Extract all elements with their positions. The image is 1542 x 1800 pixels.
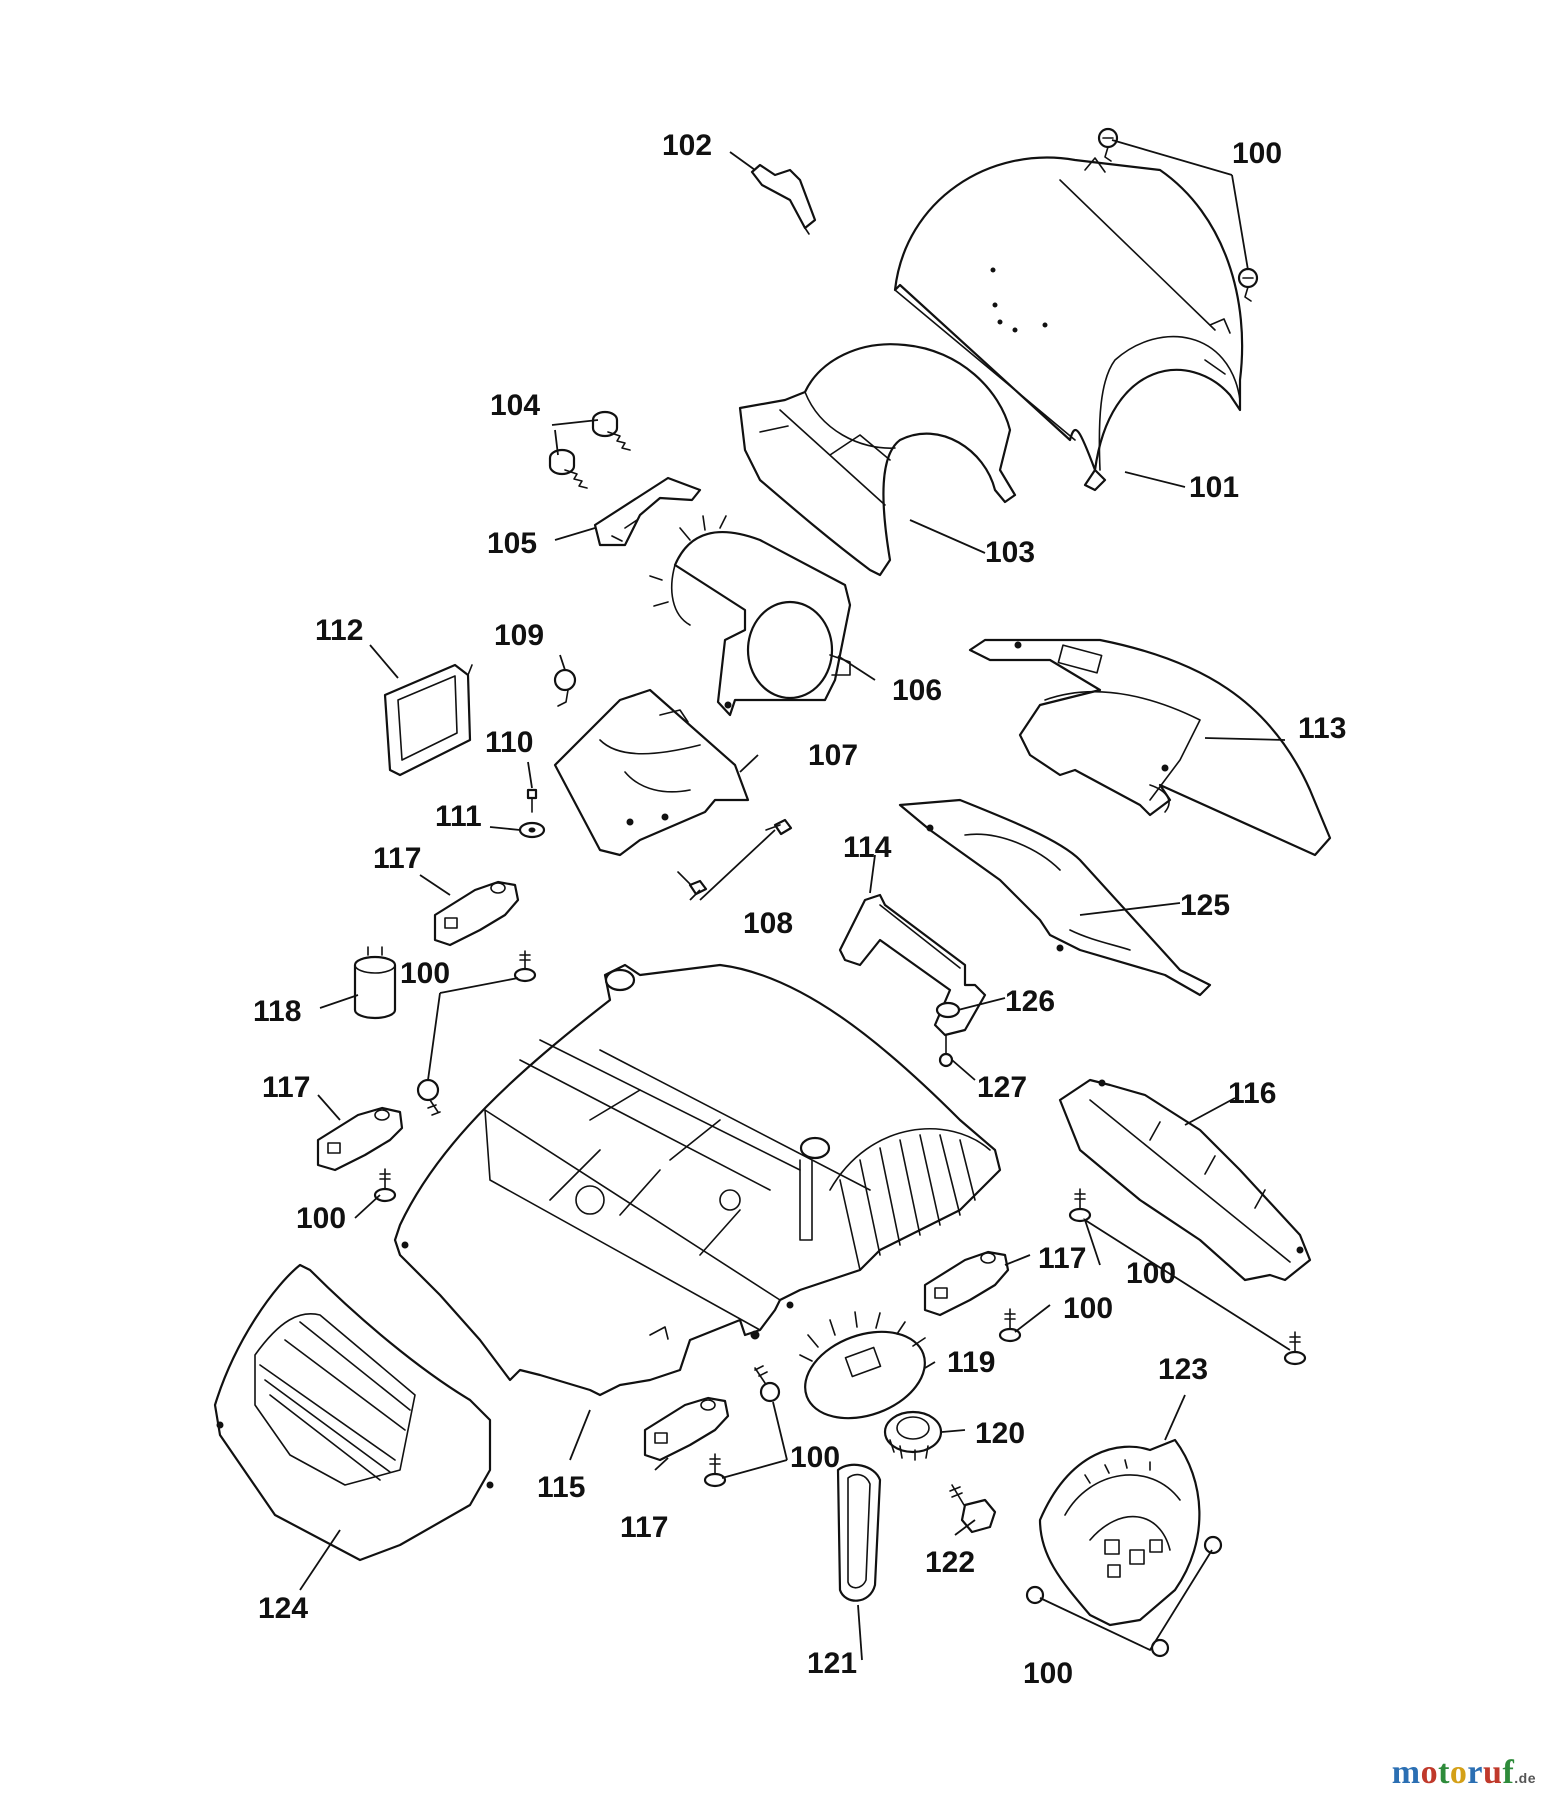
label-107: 107: [808, 739, 858, 772]
leader-lines: [299, 139, 1291, 1661]
label-123: 123: [1158, 1353, 1208, 1386]
part-107-mounting-plate: [553, 688, 750, 857]
label-109: 109: [494, 619, 544, 652]
label-115: 115: [537, 1471, 585, 1504]
screw-104-a: [591, 410, 631, 451]
label-100: 100: [1063, 1292, 1113, 1325]
screw-100-top-2: [1237, 267, 1259, 302]
screw-127: [938, 1034, 954, 1068]
part-106-motor: [649, 515, 852, 717]
screw-100-g: [1283, 1331, 1307, 1366]
label-120: 120: [975, 1417, 1025, 1450]
part-117-clamp-c: [923, 1250, 1010, 1317]
part-101-top-cover: [893, 156, 1244, 492]
label-117: 117: [262, 1071, 310, 1104]
label-103: 103: [985, 536, 1035, 569]
part-125-guide-plate: [898, 798, 1212, 997]
brand-watermark: motoruf.de: [1392, 1754, 1536, 1792]
label-100: 100: [296, 1202, 346, 1235]
part-112-filter-frame: [383, 663, 473, 777]
label-121: 121: [807, 1647, 857, 1680]
screw-100-e: [373, 1168, 397, 1203]
label-122: 122: [925, 1546, 975, 1579]
label-116: 116: [1228, 1077, 1276, 1110]
label-100: 100: [790, 1441, 840, 1474]
label-117: 117: [373, 842, 421, 875]
screw-100-i: [754, 1365, 781, 1403]
screw-110: [526, 788, 538, 813]
part-118-capacitor: [353, 946, 397, 1020]
part-103-motor-shroud: [738, 343, 1017, 577]
screw-100-top-1: [1097, 127, 1119, 162]
label-118: 118: [253, 995, 301, 1028]
label-100: 100: [1023, 1657, 1073, 1690]
label-101: 101: [1189, 471, 1239, 504]
washer-126: [935, 1001, 961, 1019]
part-102-clip: [750, 163, 817, 235]
label-113: 113: [1298, 712, 1346, 745]
label-100: 100: [1232, 137, 1282, 170]
part-105-bracket: [593, 476, 702, 547]
screw-100-k: [1025, 1585, 1045, 1605]
part-115-main-housing: [393, 963, 1002, 1397]
screw-100-j: [703, 1453, 727, 1488]
label-112: 112: [315, 614, 363, 647]
part-122-bolt: [949, 1484, 997, 1534]
part-labels: 100 101 102 103 104 105 106 107 108 109 …: [253, 129, 1346, 1690]
label-108: 108: [743, 907, 793, 940]
washer-111: [518, 821, 546, 839]
screw-100-f: [1068, 1188, 1092, 1223]
part-116-guard: [1058, 1078, 1312, 1282]
label-106: 106: [892, 674, 942, 707]
label-124: 124: [258, 1592, 308, 1625]
label-104: 104: [490, 389, 540, 422]
screw-109: [553, 668, 577, 707]
part-117-clamp-b: [316, 1106, 404, 1172]
part-121-belt: [836, 1463, 882, 1602]
label-117: 117: [620, 1511, 668, 1544]
part-114-handle-bracket: [838, 893, 987, 1037]
label-100: 100: [400, 957, 450, 990]
label-114: 114: [843, 831, 892, 864]
screw-100-d: [416, 1078, 441, 1116]
label-111: 111: [435, 800, 482, 833]
part-117-clamp-a: [433, 880, 520, 947]
label-126: 126: [1005, 985, 1055, 1018]
label-102: 102: [662, 129, 712, 162]
watermark-tld: .de: [1514, 1770, 1536, 1786]
label-105: 105: [487, 527, 537, 560]
screw-100-h: [998, 1308, 1022, 1343]
label-117: 117: [1038, 1242, 1086, 1275]
part-119-fan-wheel: [799, 1311, 926, 1420]
label-119: 119: [947, 1346, 995, 1379]
part-120-gear: [883, 1410, 943, 1461]
screw-100-c: [513, 950, 537, 983]
screw-108-a: [765, 818, 793, 836]
watermark-brand: motoruf: [1391, 1754, 1515, 1791]
part-123-belt-cover: [1038, 1438, 1201, 1627]
screw-104-b: [548, 448, 588, 489]
part-124-front-grille: [213, 1263, 494, 1562]
part-117-clamp-d: [643, 1396, 730, 1462]
part-113-discharge-cover: [968, 638, 1332, 857]
label-127: 127: [977, 1071, 1027, 1104]
label-110: 110: [485, 726, 533, 759]
screw-108-b: [677, 871, 708, 896]
label-125: 125: [1180, 889, 1230, 922]
label-100: 100: [1126, 1257, 1176, 1290]
screw-100-l: [1203, 1535, 1223, 1555]
